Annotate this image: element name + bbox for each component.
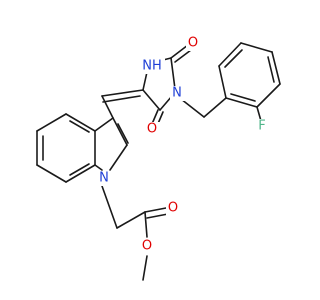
bond xyxy=(65,113,96,132)
bond xyxy=(218,65,227,99)
bond xyxy=(142,89,161,111)
bond xyxy=(117,123,129,144)
bond xyxy=(256,106,262,122)
bond xyxy=(230,93,256,102)
bond xyxy=(240,42,273,53)
ester-ether-oxygen-label: O xyxy=(142,239,152,254)
bond xyxy=(102,95,141,103)
bond xyxy=(271,51,281,85)
bond xyxy=(69,163,90,176)
bond xyxy=(174,49,192,63)
bond xyxy=(101,95,114,119)
bond xyxy=(267,56,275,83)
bond xyxy=(109,144,128,171)
bond xyxy=(142,255,148,281)
molecule-canvas: N NH N O O F O O xyxy=(36,36,281,281)
carbonyl-oxygen-bottom-label: O xyxy=(147,122,157,137)
bond xyxy=(36,164,67,183)
bond xyxy=(203,97,227,118)
bond-lines xyxy=(36,42,281,281)
indole-nitrogen-label: N xyxy=(99,171,109,186)
bond xyxy=(101,185,118,229)
bond xyxy=(116,211,146,229)
bond xyxy=(170,57,176,90)
imidazolidine-n-label: N xyxy=(172,86,182,101)
bond xyxy=(170,44,189,59)
bond xyxy=(144,207,167,213)
atom-labels: N NH N O O F O O xyxy=(97,36,270,254)
ester-carbonyl-oxygen-label: O xyxy=(168,201,178,216)
bond xyxy=(112,117,128,146)
bond xyxy=(94,164,103,171)
carbonyl-oxygen-top-label: O xyxy=(188,36,198,51)
bond xyxy=(225,97,258,108)
bond xyxy=(146,213,169,219)
bond xyxy=(142,71,148,91)
bond xyxy=(65,164,96,183)
imidazolidine-nh-label: NH xyxy=(142,59,162,74)
bond xyxy=(151,109,159,125)
bond xyxy=(256,83,281,108)
structure-diagram: N NH N O O F O O xyxy=(36,36,281,281)
bond xyxy=(180,98,205,118)
bond xyxy=(36,113,67,132)
bond xyxy=(224,49,243,68)
bond xyxy=(218,42,242,67)
bond xyxy=(101,89,144,97)
bond xyxy=(144,211,148,238)
bond xyxy=(94,117,114,132)
bond xyxy=(69,120,90,133)
fluorine-label: F xyxy=(258,119,265,134)
